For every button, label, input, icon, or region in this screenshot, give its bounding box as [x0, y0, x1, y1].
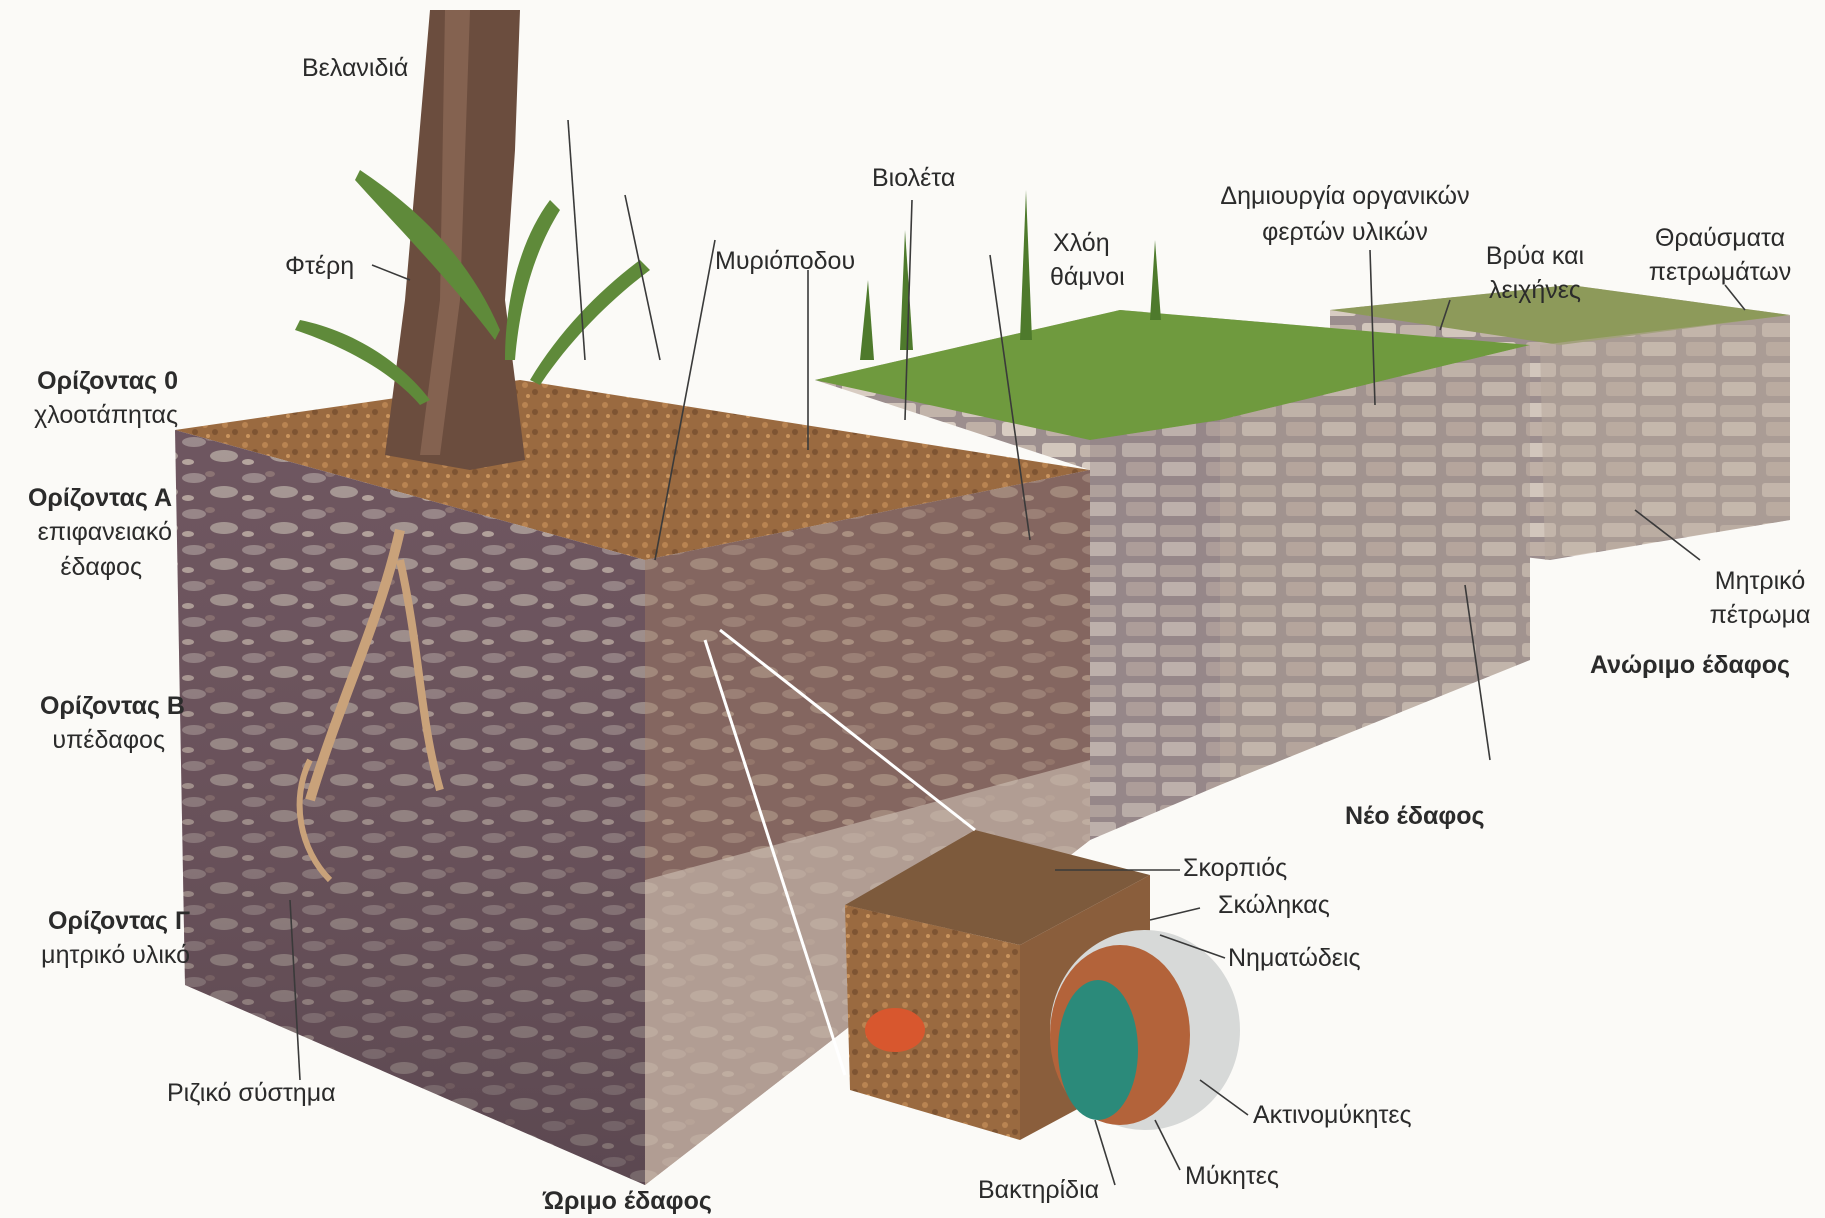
immature-soil-label: Ανώριμο έδαφος	[1590, 652, 1790, 678]
horizon-b-desc: υπέδαφος	[0, 727, 165, 753]
horizon-0-desc: χλοοτάπητας	[8, 402, 178, 428]
horizon-g-label: Ορίζοντας Γ μητρικό υλικό	[0, 908, 190, 969]
horizon-a-title: Ορίζοντας Α	[0, 485, 172, 511]
horizon-a-label: Ορίζοντας Α επιφανειακό έδαφος	[0, 485, 172, 580]
millipede-label: Μυριόποδου	[715, 248, 855, 274]
horizon-g-desc: μητρικό υλικό	[0, 942, 190, 968]
fungi-label: Μύκητες	[1185, 1163, 1279, 1189]
scorpion-label: Σκορπιός	[1183, 855, 1287, 881]
parent-rock-label: Μητρικό πέτρωμα	[1700, 568, 1820, 629]
organic-materials-label: Δημιουργία οργανικών φερτών υλικών	[1195, 183, 1495, 246]
grass-shrubs-label: Χλόη θάμνοι	[1050, 230, 1125, 291]
parent-rock-line2: πέτρωμα	[1700, 602, 1820, 628]
fern-label: Φτέρη	[285, 253, 354, 279]
moss-lichens-label: Βρύα και λειχήνες	[1470, 243, 1600, 304]
organic-label-line2: φερτών υλικών	[1195, 219, 1495, 245]
bug-illustration	[865, 1008, 925, 1052]
root-system-label: Ριζικό σύστημα	[167, 1080, 336, 1106]
horizon-b-title: Ορίζοντας Β	[0, 693, 185, 719]
grass-label-line2: θάμνοι	[1050, 264, 1125, 290]
bacteria-label: Βακτηρίδια	[978, 1177, 1099, 1203]
horizon-a-desc-2: έδαφος	[0, 554, 142, 580]
mature-soil-label: Ώριμο έδαφος	[543, 1188, 712, 1214]
moss-label-line2: λειχήνες	[1470, 277, 1600, 303]
rock-fragments-line1: Θραύσματα	[1630, 225, 1810, 251]
rock-fragments-line2: πετρωμάτων	[1630, 259, 1810, 285]
horizon-b-label: Ορίζοντας Β υπέδαφος	[0, 693, 185, 754]
horizon-0-label: Ορίζοντας 0 χλοοτάπητας	[8, 368, 178, 429]
nematodes-label: Νηματώδεις	[1228, 945, 1361, 971]
moss-label-line1: Βρύα και	[1470, 243, 1600, 269]
rock-fragments-label: Θραύσματα πετρωμάτων	[1630, 225, 1810, 286]
horizon-0-title: Ορίζοντας 0	[8, 368, 178, 394]
grass-label-line1: Χλόη	[1053, 230, 1125, 256]
horizon-g-title: Ορίζοντας Γ	[0, 908, 190, 934]
actinomycetes-label: Ακτινομύκητες	[1253, 1102, 1412, 1128]
microscope-disc	[1050, 930, 1240, 1130]
organic-label-line1: Δημιουργία οργανικών	[1195, 183, 1495, 209]
worm-label: Σκώληκας	[1218, 892, 1330, 918]
oak-label: Βελανιδιά	[302, 55, 408, 81]
young-soil-label: Νέο έδαφος	[1345, 803, 1485, 829]
parent-rock-line1: Μητρικό	[1700, 568, 1820, 594]
horizon-a-desc-1: επιφανειακό	[0, 519, 172, 545]
violet-label: Βιολέτα	[872, 165, 955, 191]
